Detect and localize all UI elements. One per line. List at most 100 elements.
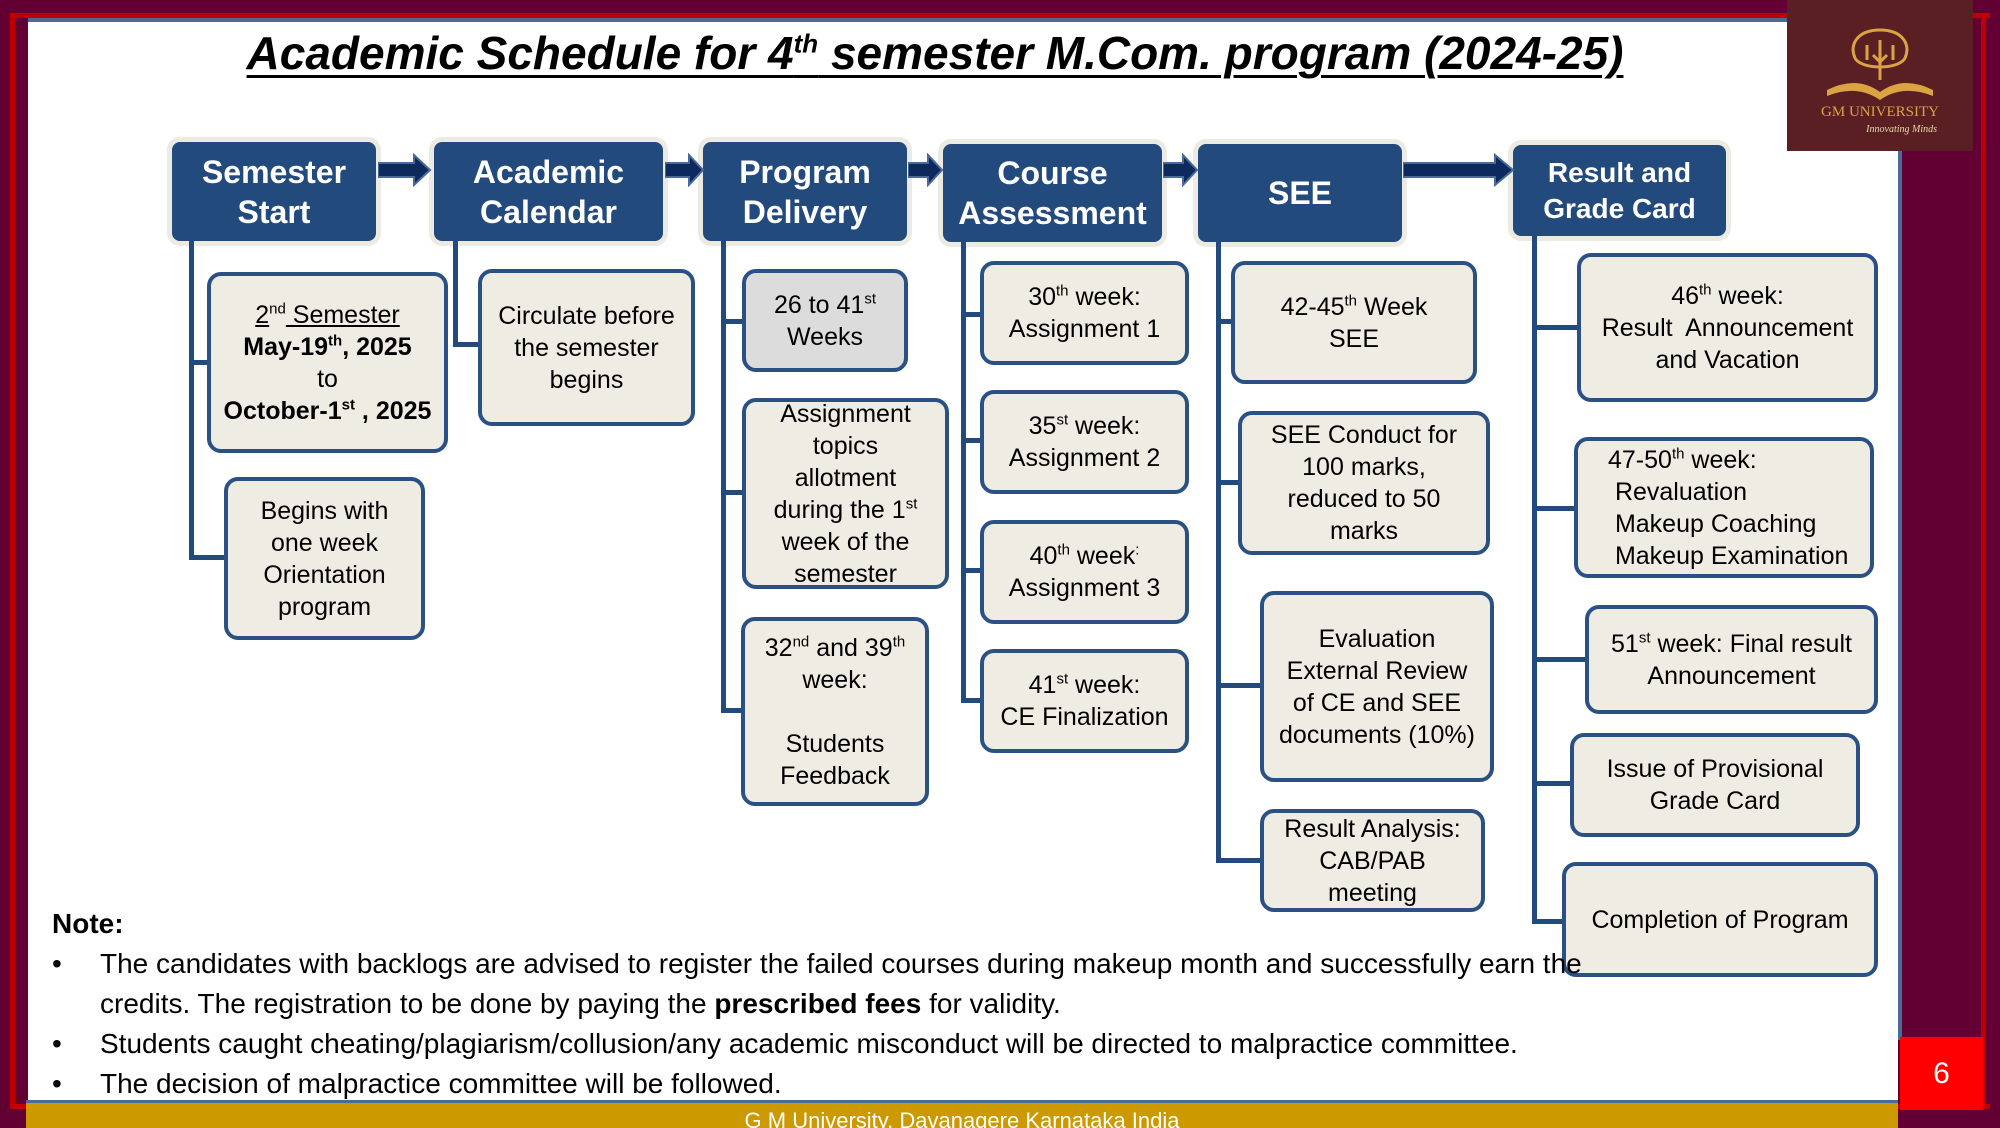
superscript: st — [864, 290, 877, 308]
text-segment: program — [277, 592, 372, 621]
header-see: SEE — [1198, 144, 1402, 242]
text-segment: 40 — [1029, 542, 1058, 570]
box-line: Completion of Program — [1591, 904, 1848, 936]
text-segment: SEE — [1328, 324, 1380, 353]
box-line: program — [278, 591, 371, 623]
box-line: 32nd and 39th — [765, 632, 905, 664]
box-line: Result Announcement — [1602, 312, 1854, 344]
text-segment: Feedback — [780, 761, 890, 790]
text-segment: week: — [1684, 445, 1757, 474]
connector-line — [189, 555, 226, 560]
text-segment: Weeks — [787, 322, 863, 351]
text-segment: prescribed fees — [714, 988, 922, 1019]
box-line: Assignment 3 — [1009, 572, 1160, 604]
box-line: 30th week: — [1028, 281, 1141, 313]
text-segment: 41 — [1028, 671, 1057, 699]
frame-red-line-top — [10, 13, 1990, 18]
connector-line — [1216, 242, 1221, 863]
text-segment: Students caught cheating/plagiarism/coll… — [100, 1028, 1518, 1059]
connector-line — [961, 242, 966, 703]
box-ce-finalization: 41st week:CE Finalization — [980, 649, 1189, 753]
box-line: Weeks — [787, 321, 863, 353]
box-line: Assignment 1 — [1009, 313, 1160, 345]
box-line: CAB/PAB — [1319, 845, 1426, 877]
superscript: th — [1057, 541, 1070, 559]
text-segment: Semester — [285, 300, 400, 329]
box-line: Issue of Provisional — [1607, 753, 1824, 785]
text-segment: Assignment 2 — [1008, 444, 1161, 472]
page-title: Academic Schedule for 4th semester M.Com… — [246, 27, 1624, 79]
text-segment: 51 — [1611, 629, 1639, 658]
text-segment: October-1 — [223, 396, 342, 425]
text-segment: for validity. — [921, 988, 1061, 1019]
text-segment: one week — [270, 528, 379, 557]
box-line: 46th week: — [1671, 280, 1784, 312]
text-segment: Result Announcement — [1601, 313, 1854, 342]
text-segment: week: — [1068, 671, 1141, 699]
text-segment: 32 — [764, 633, 793, 662]
connector-line — [961, 312, 982, 317]
text-segment: marks — [1329, 517, 1399, 545]
text-segment: week: — [1711, 281, 1784, 310]
text-segment: topics — [812, 431, 879, 460]
connector-line — [1216, 683, 1262, 688]
text-segment: documents (10%) — [1279, 720, 1475, 749]
text-segment: Grade Card — [1649, 787, 1781, 815]
text-segment: week: Final result — [1650, 629, 1852, 658]
text-segment: Circulate before — [498, 301, 675, 330]
box-line: Result Analysis: — [1284, 813, 1460, 845]
superscript: th — [892, 633, 906, 651]
text-segment: week — [1069, 542, 1136, 570]
text-segment: 26 to 41 — [773, 290, 865, 319]
text-segment: Evaluation — [1318, 624, 1436, 653]
note-heading: Note: — [52, 908, 124, 939]
superscript: st — [1056, 670, 1069, 688]
box-line: week of the — [782, 526, 910, 558]
bullet-icon: • — [52, 1068, 62, 1099]
text-segment: week: — [1068, 412, 1141, 440]
superscript: : — [1135, 541, 1140, 559]
text-segment: semester — [794, 559, 897, 588]
box-revaluation-makeup: 47-50th week: Revaluation Makeup Coachin… — [1574, 437, 1874, 578]
box-line: May-19th, 2025 — [243, 331, 411, 363]
superscript: th — [1056, 282, 1069, 300]
frame-red-line-right — [1981, 13, 1986, 1108]
arrow-right-icon — [378, 153, 432, 187]
box-line: Assignment — [780, 398, 911, 430]
text-segment: Students — [785, 729, 885, 758]
text-segment: 100 marks, — [1302, 453, 1426, 481]
arrow-right-icon — [908, 153, 944, 187]
box-line: begins — [550, 364, 624, 396]
arrow-right-icon — [1403, 153, 1515, 187]
box-line: Revaluation — [1608, 476, 1747, 508]
box-line: Makeup Coaching — [1608, 508, 1817, 540]
note-bullet: •The decision of malpractice committee w… — [52, 1064, 1652, 1104]
text-segment: Announcement — [1647, 661, 1816, 690]
box-line: 47-50th week: — [1608, 444, 1757, 476]
text-segment: begins — [549, 365, 624, 394]
box-line: Feedback — [780, 760, 890, 792]
text-segment: and 39 — [809, 633, 893, 662]
connector-line — [1532, 236, 1537, 924]
connector-line — [1532, 781, 1572, 786]
box-line: Students — [786, 728, 885, 760]
note-section: Note: •The candidates with backlogs are … — [52, 904, 1652, 1104]
superscript: st — [1056, 411, 1069, 429]
page-number: 6 — [1900, 1037, 1983, 1110]
superscript: th — [328, 332, 343, 350]
superscript: th — [1344, 292, 1358, 310]
box-line: 42-45th Week — [1281, 291, 1428, 323]
box-line: reduced to 50 — [1288, 483, 1441, 515]
box-line: Assignment 2 — [1009, 442, 1160, 474]
note-bullet: •Students caught cheating/plagiarism/col… — [52, 1024, 1652, 1064]
